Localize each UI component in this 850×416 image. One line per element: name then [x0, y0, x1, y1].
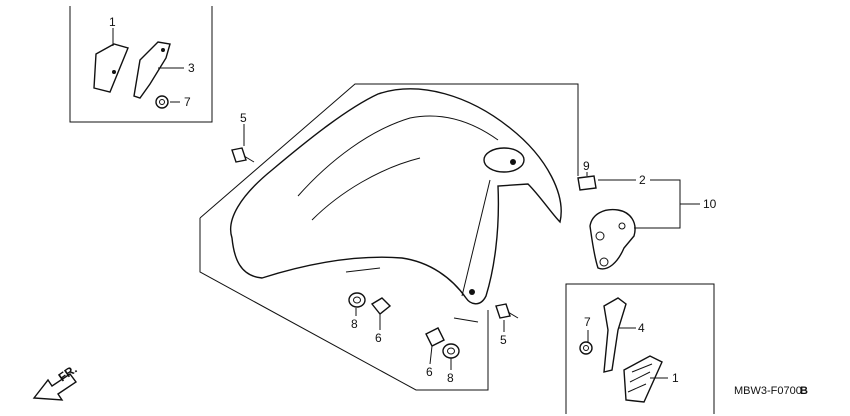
forward-arrow-icon: FR. — [32, 362, 80, 401]
callouts: 1 3 7 5 9 2 10 8 6 5 6 8 7 4 1 — [109, 15, 717, 385]
grommet-9 — [577, 175, 597, 191]
callout-6-left: 6 — [375, 331, 382, 345]
washer-8-bottom — [442, 343, 460, 359]
callout-1-bottom: 1 — [672, 371, 679, 385]
diagram-code-suffix: B — [800, 385, 808, 397]
front-fender — [230, 88, 562, 323]
callout-2: 2 — [639, 173, 646, 187]
washer-8-left — [348, 292, 366, 308]
nut-6-left — [370, 297, 392, 315]
reflector-bottom-right — [623, 355, 663, 403]
nut-top — [155, 95, 169, 109]
bolt-upper — [231, 147, 255, 163]
callout-1-top: 1 — [109, 15, 116, 29]
fender-enclosure — [199, 83, 579, 391]
callout-9: 9 — [583, 159, 590, 173]
inset-bottom-right — [565, 283, 715, 414]
callout-10: 10 — [703, 197, 717, 211]
callout-5-upper: 5 — [240, 111, 247, 125]
callout-5-lower: 5 — [500, 333, 507, 347]
callout-7-top: 7 — [184, 95, 191, 109]
nut-6-bottom — [425, 327, 445, 347]
inset-top-left — [69, 6, 213, 123]
callout-7-bottom: 7 — [584, 315, 591, 329]
callout-6-bottom: 6 — [426, 365, 433, 379]
leader-lines — [112, 28, 700, 379]
callout-8-left: 8 — [351, 317, 358, 331]
hose-clamp-10 — [589, 208, 636, 270]
callout-4: 4 — [638, 321, 645, 335]
callout-3: 3 — [188, 61, 195, 75]
reflector-top-left — [93, 43, 129, 93]
bracket-bottom — [603, 297, 627, 373]
bolt-lower — [495, 303, 519, 319]
diagram-code: MBW3-F0700 — [734, 385, 802, 397]
nut-bottom — [579, 341, 593, 355]
callout-8-bottom: 8 — [447, 371, 454, 385]
bracket-top — [133, 41, 171, 99]
